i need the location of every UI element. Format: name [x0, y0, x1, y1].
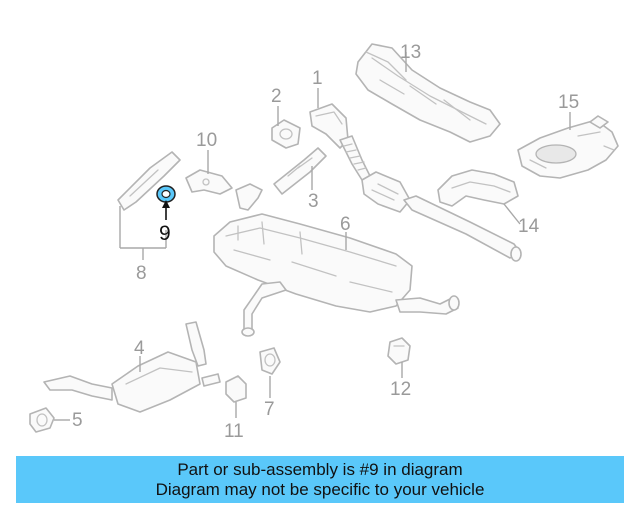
callout-9: 9 — [159, 222, 171, 245]
part-14-heat-shield — [437, 169, 519, 207]
part-12-mount — [387, 337, 411, 365]
part-11-mount — [225, 375, 247, 403]
callout-7: 7 — [264, 399, 275, 420]
info-banner: Part or sub-assembly is #9 in diagram Di… — [16, 456, 624, 503]
part-1-front-pipe — [309, 103, 522, 262]
callout-11: 11 — [224, 421, 244, 442]
part-13-heat-shield — [355, 43, 501, 143]
callout-8: 8 — [136, 263, 147, 284]
part-7-clamp — [259, 347, 281, 375]
part-4-center-muffler — [43, 321, 221, 413]
part-8-bracket — [117, 151, 181, 211]
part-2-gasket — [271, 119, 301, 149]
part-10-hanger-bracket — [185, 169, 233, 195]
part-3-bracket — [273, 147, 327, 195]
callout-2: 2 — [271, 86, 282, 107]
callout-5: 5 — [72, 410, 83, 431]
callout-leaders — [54, 52, 571, 421]
exhaust-parts-diagram: 1 2 3 4 5 6 7 8 9 10 11 12 13 14 15 — [29, 42, 619, 442]
part-5-clamp — [29, 407, 55, 433]
banner-line-2: Diagram may not be specific to your vehi… — [155, 479, 485, 499]
callout-9-arrow — [162, 200, 170, 220]
callout-6: 6 — [340, 214, 351, 235]
callout-13: 13 — [400, 42, 421, 63]
callout-14: 14 — [518, 216, 540, 237]
callout-10: 10 — [196, 130, 217, 151]
banner-line-1: Part or sub-assembly is #9 in diagram — [177, 459, 463, 479]
part-6-rear-muffler — [213, 183, 460, 337]
part-9-rubber-mount — [156, 185, 176, 203]
callout-1: 1 — [312, 68, 323, 89]
callout-4: 4 — [134, 338, 145, 359]
part-15-heat-shield — [517, 115, 619, 179]
callout-3: 3 — [308, 191, 319, 212]
callout-12: 12 — [390, 379, 411, 400]
callout-15: 15 — [558, 92, 579, 113]
